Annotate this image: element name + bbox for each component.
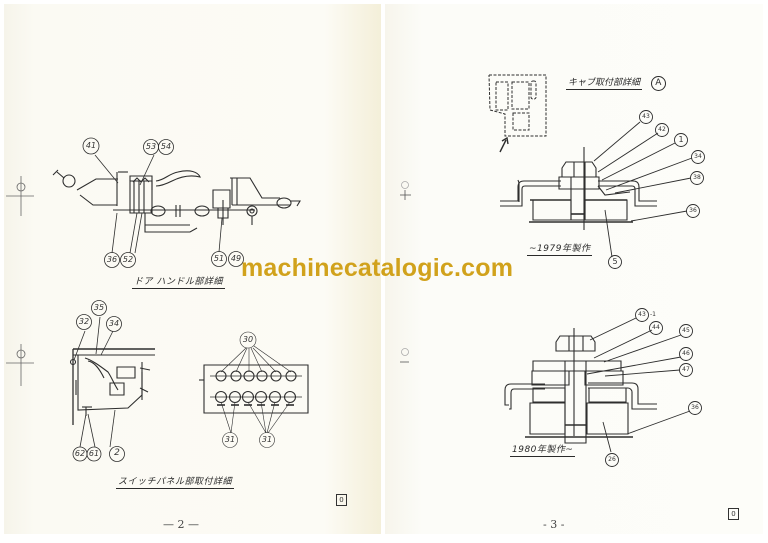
mount-1980-callouts <box>587 309 702 467</box>
callout-54: 54 <box>160 142 172 151</box>
door-handle-drawing <box>53 170 300 232</box>
callout-43-1-suffix: -1 <box>650 311 656 318</box>
page-number-left: — 2 — <box>163 518 199 531</box>
callout-5: 5 <box>612 257 618 266</box>
page-number-right: - 3 - <box>543 518 565 531</box>
callout-62: 62 <box>74 449 86 458</box>
callout-47: 47 <box>682 366 690 373</box>
callout-31-left: 31 <box>224 435 236 444</box>
cab-outline-thumbnail <box>489 75 546 136</box>
callout-43-1: 43 <box>638 311 646 318</box>
callout-32: 32 <box>78 317 90 326</box>
callout-42: 42 <box>658 126 666 133</box>
section-title-text: キャブ取付部詳細 <box>566 78 643 90</box>
callout-36-mount-1980: 36 <box>691 404 699 411</box>
binder-hole-mark-right-bottom <box>400 349 409 363</box>
callout-1: 1 <box>678 135 684 144</box>
right-page <box>385 4 763 534</box>
binder-hole-mark-left-top <box>6 176 34 216</box>
callout-53: 53 <box>145 142 157 151</box>
binder-hole-mark-left-bottom <box>6 344 34 386</box>
corner-mark-left: 0 <box>336 494 347 506</box>
caption-upto-1979: ~1979年製作 <box>527 241 593 256</box>
callout-26: 26 <box>608 456 616 463</box>
callout-31-right: 31 <box>261 435 273 444</box>
callout-35: 35 <box>93 303 105 312</box>
callout-2: 2 <box>114 448 120 458</box>
callout-30: 30 <box>242 335 254 344</box>
corner-mark-right: 0 <box>728 508 739 520</box>
switch-panel-bracket-drawing <box>71 349 156 425</box>
callout-61: 61 <box>88 449 100 458</box>
callout-36: 36 <box>106 255 118 264</box>
door-handle-callouts <box>83 138 244 268</box>
callout-43: 43 <box>642 113 650 120</box>
callout-46: 46 <box>682 350 690 357</box>
switch-panel-drawing <box>199 365 308 413</box>
switch-panel-bracket-callouts <box>73 301 125 462</box>
switch-panel-callouts <box>221 332 291 448</box>
cab-view-arrow <box>500 138 508 152</box>
caption-door-handle-detail: ドア ハンドル部詳細 <box>132 274 225 289</box>
section-marker-a: A <box>650 76 666 91</box>
callout-38: 38 <box>693 174 701 181</box>
callout-49: 49 <box>230 254 242 263</box>
callout-51: 51 <box>213 254 225 263</box>
callout-44: 44 <box>652 324 660 331</box>
mount-1979-drawing <box>500 147 657 230</box>
callout-34: 34 <box>108 319 120 328</box>
mount-1980-drawing <box>505 328 657 443</box>
caption-switch-panel-detail: スイッチパネル部取付詳細 <box>116 474 235 489</box>
binder-hole-mark-right-top <box>400 182 411 201</box>
callout-41: 41 <box>85 141 97 150</box>
watermark: machinecatalogic.com <box>241 254 514 282</box>
section-title-cab-mount: キャブ取付部詳細 A <box>566 75 666 91</box>
callout-45: 45 <box>682 327 690 334</box>
callout-34-mount: 34 <box>694 153 702 160</box>
mount-1979-callouts <box>594 111 705 269</box>
callout-52: 52 <box>122 255 134 264</box>
caption-from-1980: 1980年製作~ <box>510 442 576 457</box>
callout-36-mount-1979: 36 <box>689 207 697 214</box>
left-page <box>4 4 381 534</box>
